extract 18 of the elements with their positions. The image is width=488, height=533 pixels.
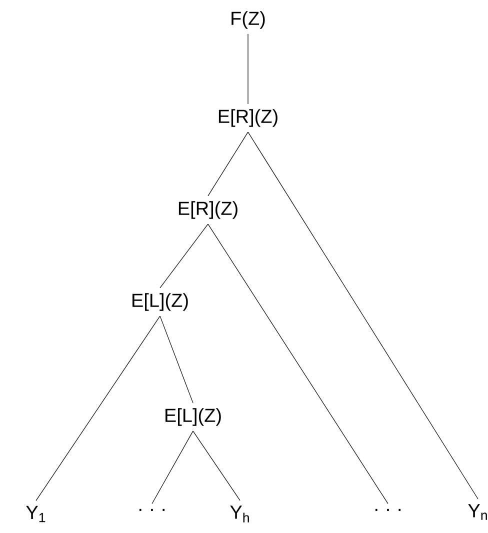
tree-node-label: F(Z) bbox=[232, 11, 265, 29]
tree-edge bbox=[208, 132, 248, 196]
tree-edge bbox=[160, 224, 208, 288]
tree-node-label: E[L](Z) bbox=[166, 408, 221, 426]
tree-node-label: E[L](Z) bbox=[132, 293, 188, 311]
tree-edge bbox=[208, 224, 388, 504]
tree-edge bbox=[152, 430, 194, 504]
leaf-label: Y$_{n}$ bbox=[468, 504, 487, 520]
tree-node-label: E[R](Z) bbox=[218, 109, 278, 127]
tree-node-label: E[R](Z) bbox=[178, 201, 238, 219]
tree-edge bbox=[36, 316, 160, 501]
leaf-label: · · · bbox=[376, 508, 400, 511]
tree-edge bbox=[248, 132, 478, 500]
tree-edge bbox=[160, 316, 194, 404]
leaf-label: · · · bbox=[140, 508, 164, 511]
leaf-label: Y$_{h}$ bbox=[230, 506, 249, 522]
leaf-label: Y$_{1}$ bbox=[26, 506, 46, 522]
tree-edge bbox=[192, 430, 240, 501]
